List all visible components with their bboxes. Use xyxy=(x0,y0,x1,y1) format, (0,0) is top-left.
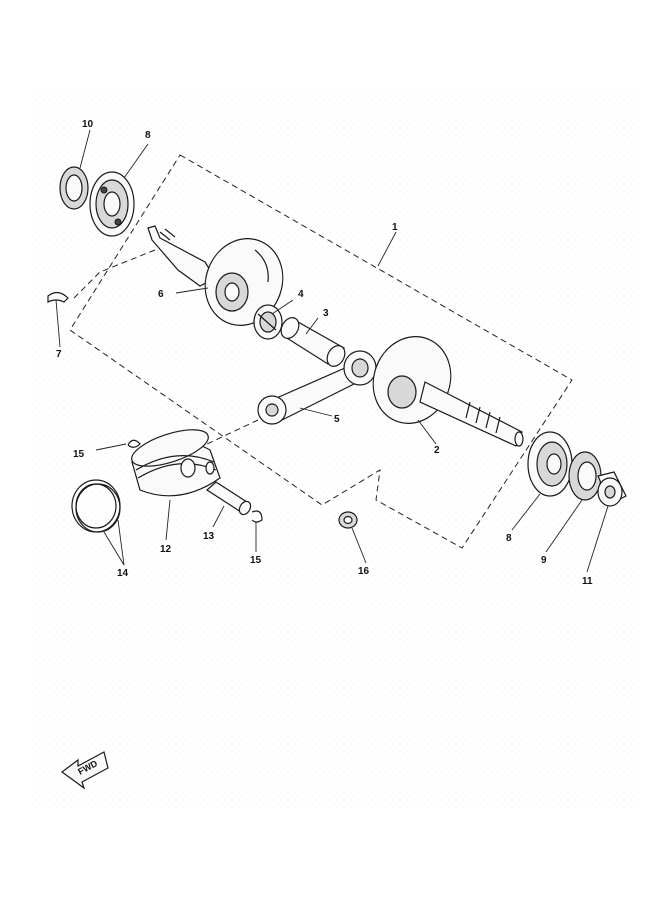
callout-8-left: 8 xyxy=(145,130,151,141)
callout-13: 13 xyxy=(203,531,215,542)
collar xyxy=(597,471,627,507)
callout-8-right: 8 xyxy=(506,533,512,544)
callout-9: 9 xyxy=(541,555,547,566)
callout-2: 2 xyxy=(434,445,440,456)
callout-11: 11 xyxy=(582,576,593,587)
callout-14: 14 xyxy=(117,568,129,579)
callout-4: 4 xyxy=(298,289,304,300)
crank-pin xyxy=(280,317,346,367)
callout-15-bottom: 15 xyxy=(250,555,262,566)
callout-6: 6 xyxy=(158,289,164,300)
piston-rings xyxy=(71,479,121,533)
crankshaft-assembly-outline xyxy=(69,154,573,549)
circlip-bottom xyxy=(251,510,263,523)
callout-3: 3 xyxy=(323,308,329,319)
callout-10: 10 xyxy=(82,119,94,130)
nut xyxy=(338,511,358,529)
callout-7: 7 xyxy=(56,349,62,360)
crank-half-right xyxy=(372,336,524,447)
callout-5: 5 xyxy=(334,414,340,425)
piston xyxy=(131,429,221,497)
oil-seal-right xyxy=(568,451,602,501)
circlip-top xyxy=(127,439,141,448)
bearing-right xyxy=(527,431,573,497)
callout-1: 1 xyxy=(392,222,398,233)
key-dashed-outline xyxy=(71,249,156,301)
woodruff-key xyxy=(47,291,69,303)
callout-16: 16 xyxy=(358,566,370,577)
callout-15-top: 15 xyxy=(73,449,85,460)
needle-bearing xyxy=(253,304,283,340)
oil-seal-left xyxy=(59,166,89,210)
connecting-rod xyxy=(257,350,377,425)
leader-lines xyxy=(55,129,609,573)
callout-12: 12 xyxy=(160,544,172,555)
crank-half-left xyxy=(147,225,284,326)
bearing-left xyxy=(89,171,135,237)
piston-pin xyxy=(206,481,252,516)
